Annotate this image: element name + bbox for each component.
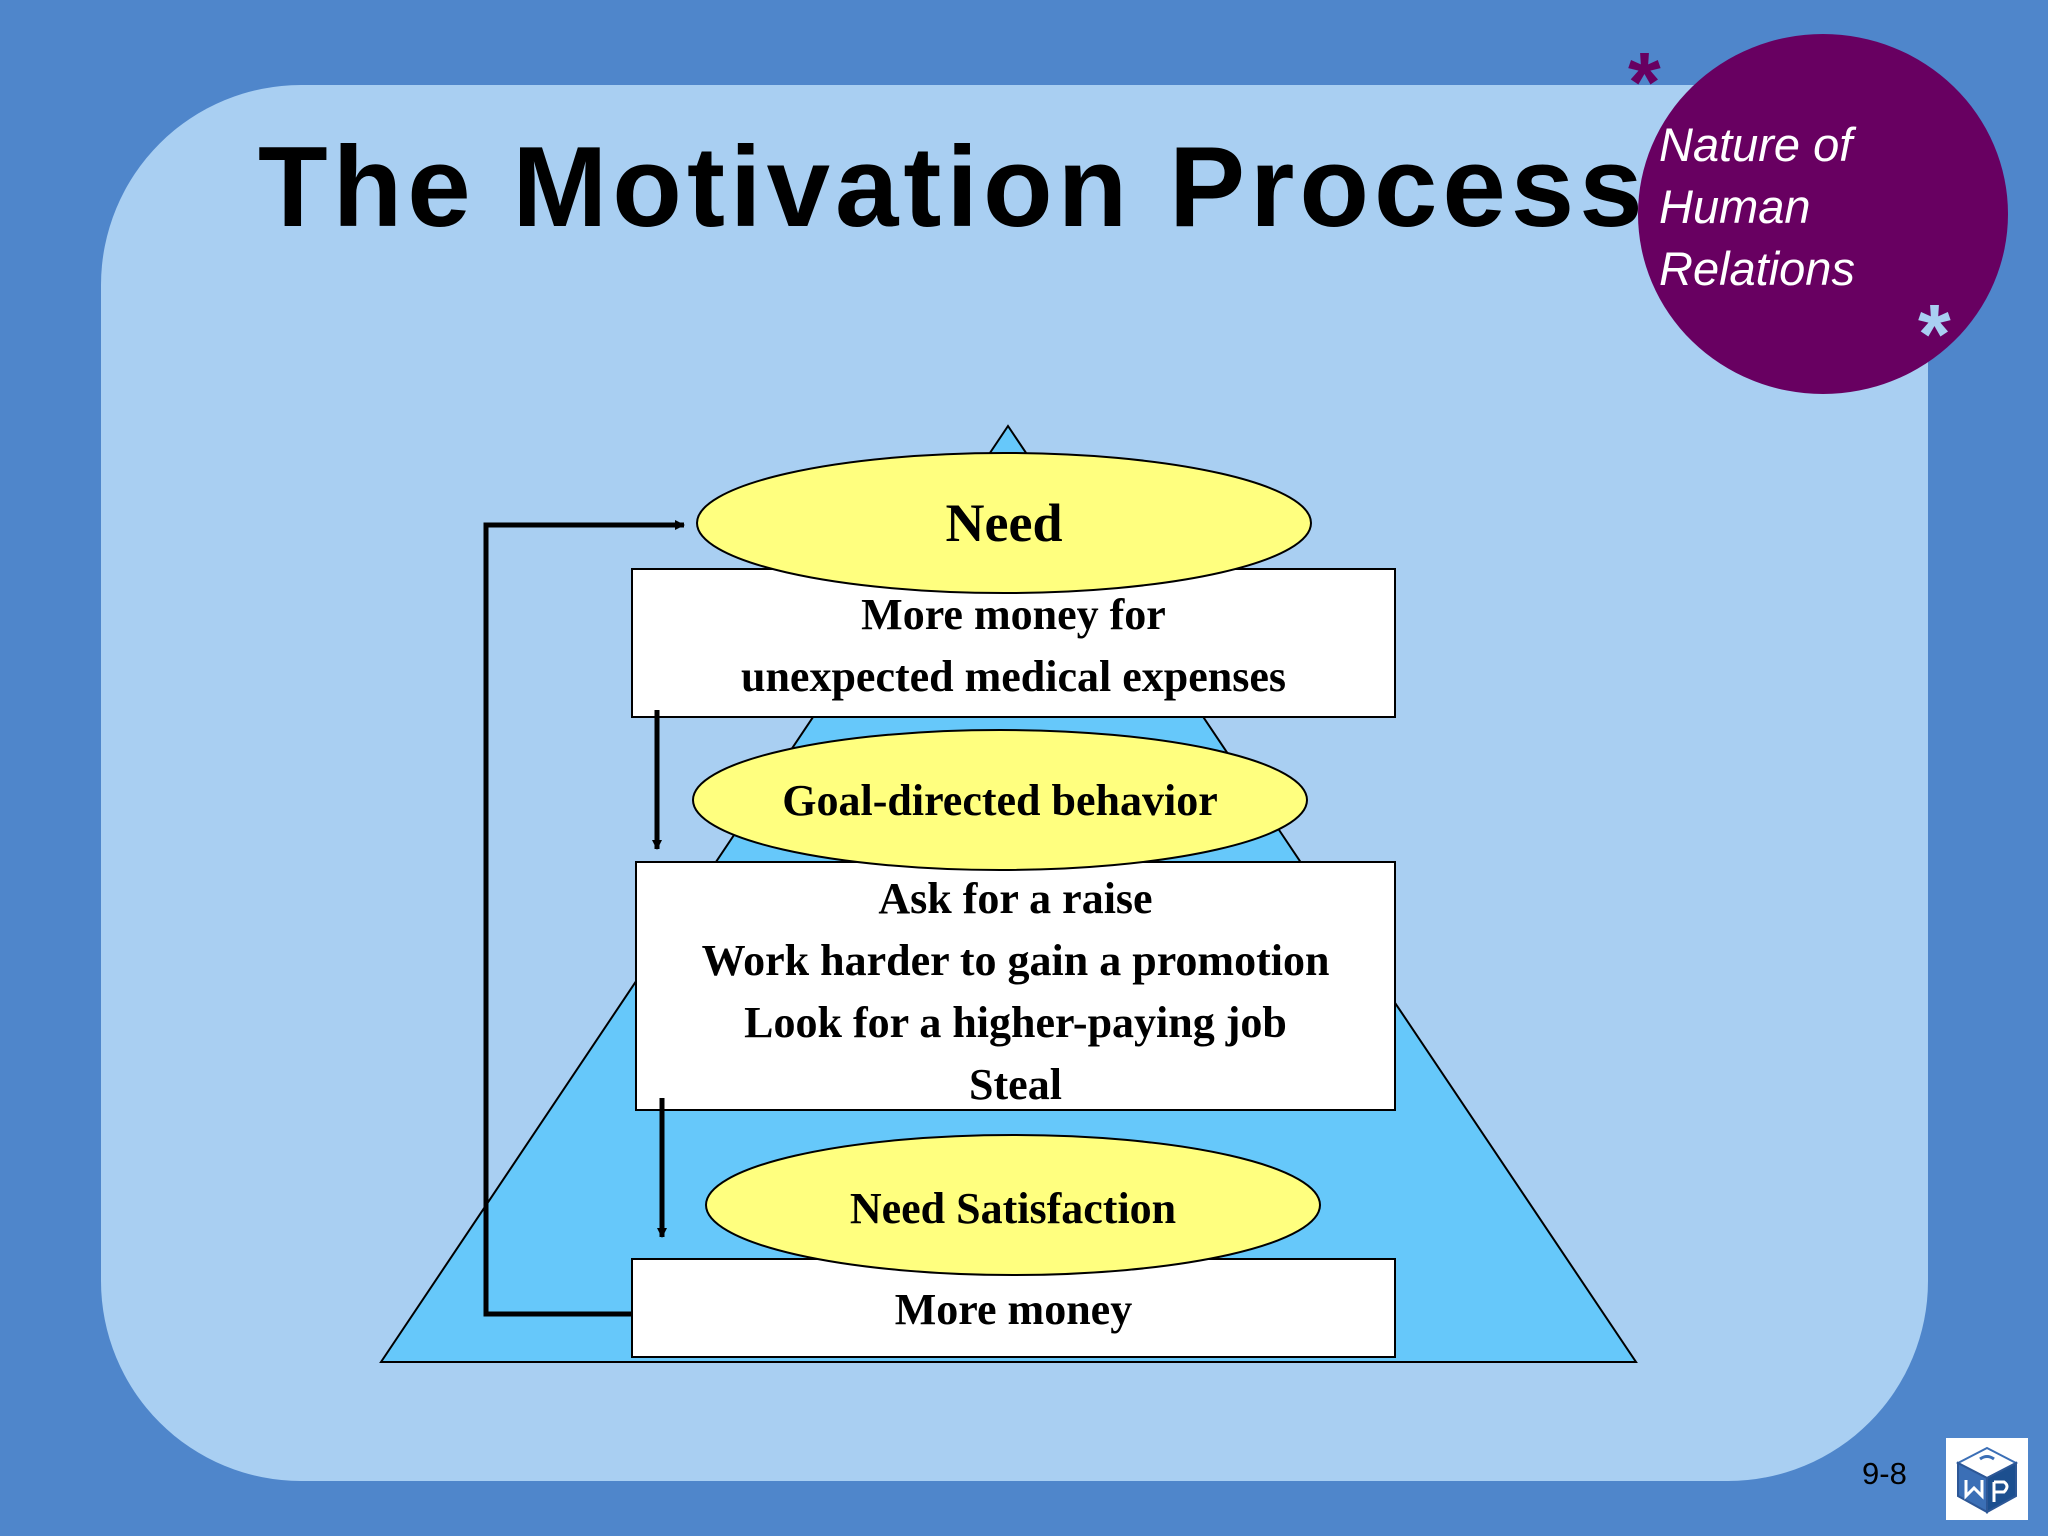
satisfaction-detail-line-1: More money [894, 1285, 1133, 1334]
satisfaction-ellipse [705, 1134, 1321, 1276]
behavior-label: Goal-directed behavior [782, 776, 1218, 825]
behavior-detail-box [635, 861, 1396, 1111]
need-detail-line-2: unexpected medical expenses [740, 652, 1287, 701]
behavior-detail-line-1: Ask for a raise [878, 874, 1153, 923]
need-details: More money for unexpected medical expens… [632, 584, 1395, 708]
topic-badge-line-2: Human [1659, 180, 1811, 233]
need-detail-line-1: More money for [861, 590, 1166, 639]
topic-badge-text: Nature of Human Relations [1659, 114, 1959, 300]
asterisk-icon-top: * [1628, 35, 1661, 129]
slide-title: The Motivation Process [258, 124, 1648, 251]
need-ellipse [696, 452, 1312, 594]
satisfaction-label: Need Satisfaction [849, 1184, 1177, 1233]
topic-badge-line-1: Nature of [1659, 118, 1853, 171]
topic-badge [1638, 34, 2008, 394]
need-label: Need [945, 493, 1063, 553]
feedback-loop-arrow [483, 520, 685, 1317]
behavior-ellipse [692, 729, 1308, 871]
cmp-cube-logo-icon [1946, 1438, 2028, 1520]
behavior-detail-line-2: Work harder to gain a promotion [701, 936, 1330, 985]
asterisk-icon-bottom: * [1918, 287, 1951, 381]
behavior-detail-line-4: Steal [969, 1060, 1062, 1109]
topic-badge-line-3: Relations [1659, 242, 1855, 295]
behavior-details: Ask for a raise Work harder to gain a pr… [636, 868, 1395, 1116]
slide-number: 9-8 [1862, 1456, 1907, 1491]
satisfaction-details: More money [632, 1279, 1395, 1341]
behavior-detail-line-3: Look for a higher-paying job [744, 998, 1287, 1047]
